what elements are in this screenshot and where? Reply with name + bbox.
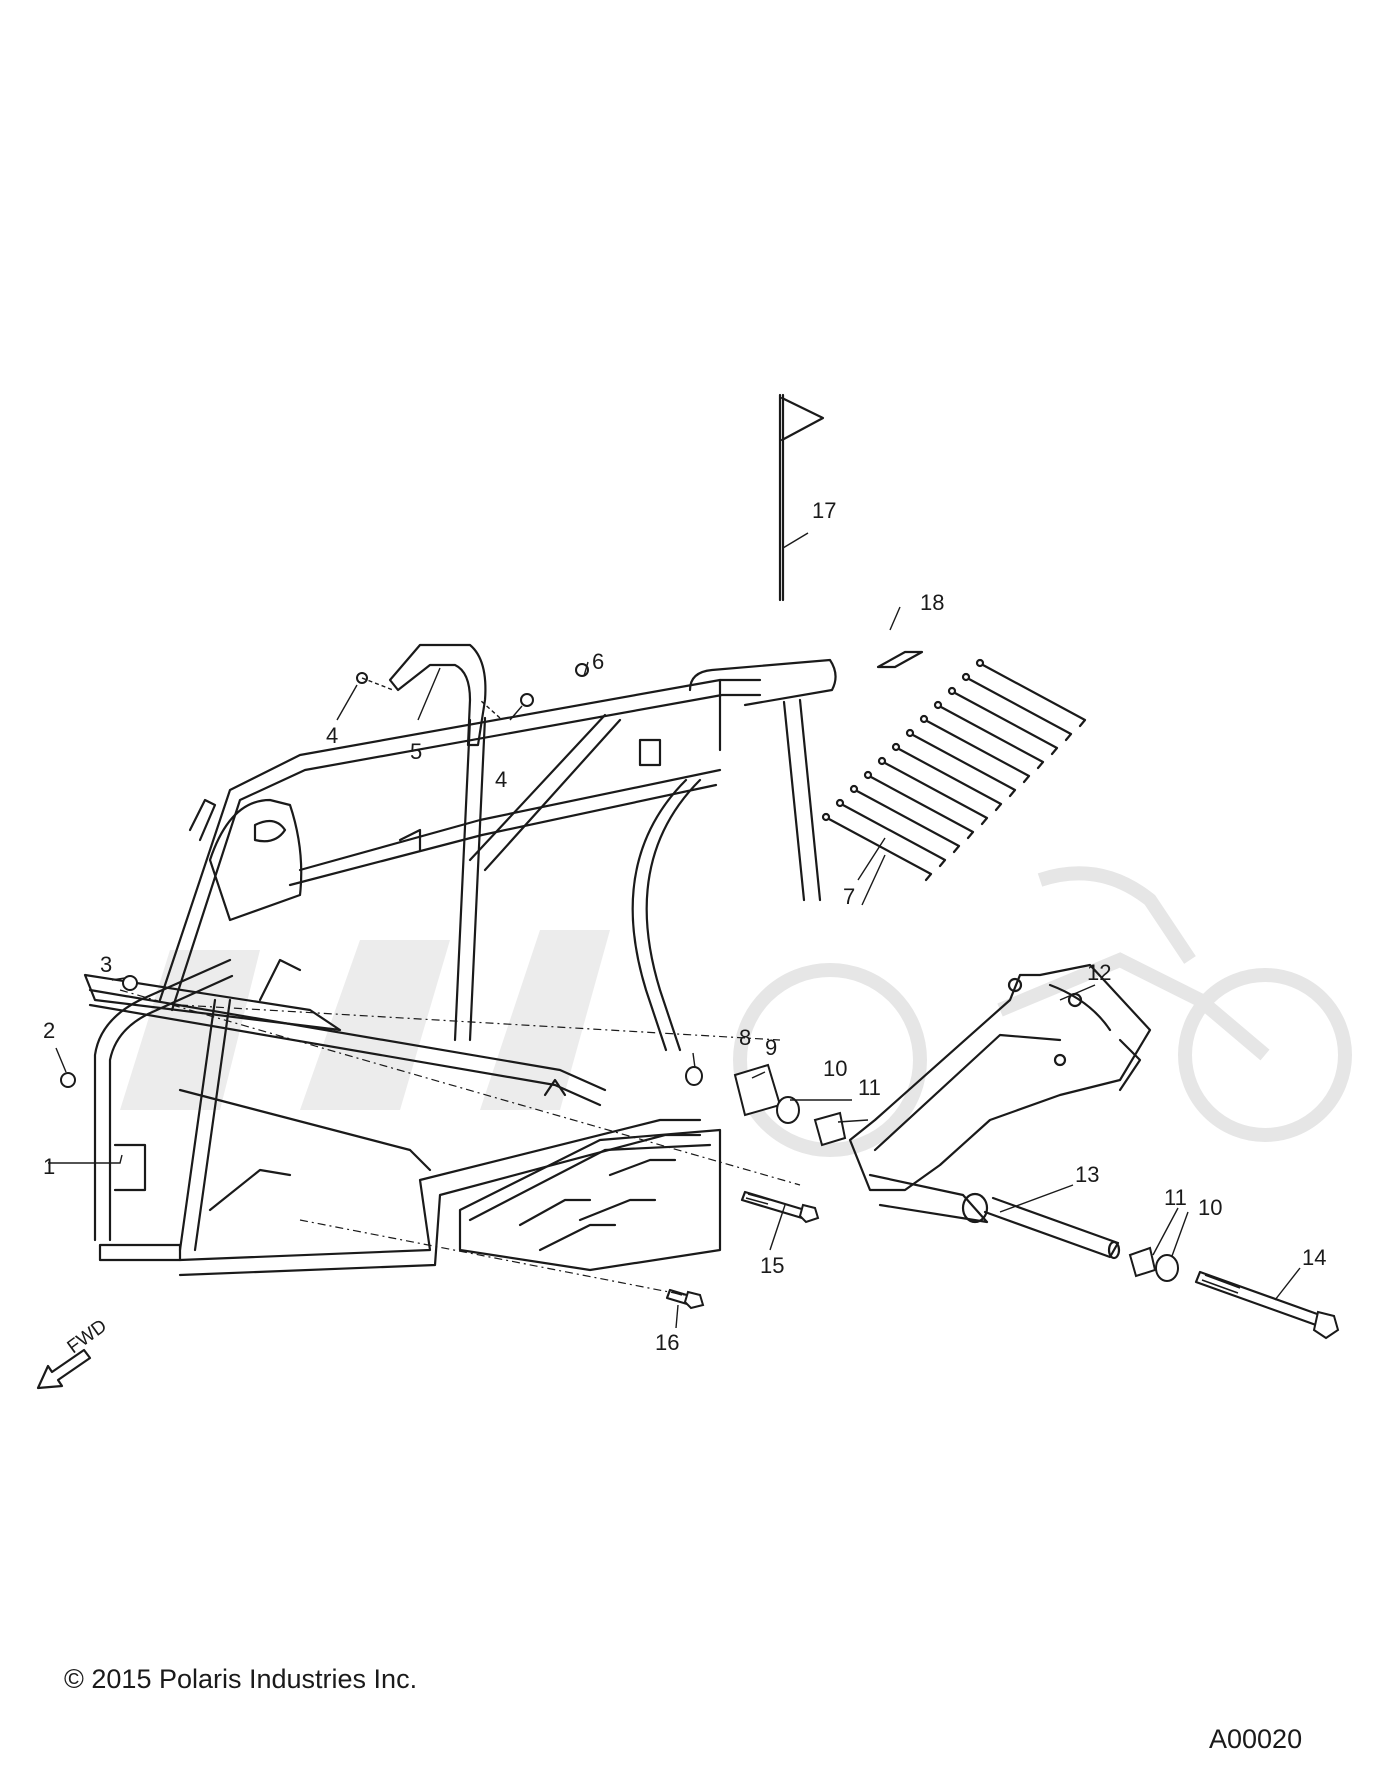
callout-12: 12 bbox=[1087, 960, 1111, 985]
callout-16: 16 bbox=[655, 1330, 679, 1355]
part-13-shaft bbox=[983, 1196, 1121, 1260]
part-12-swing-arm bbox=[848, 963, 1152, 1224]
part-1-frame bbox=[83, 658, 837, 1299]
callout-8: 8 bbox=[739, 1025, 751, 1050]
part-3-nut bbox=[122, 975, 138, 991]
callout-2: 2 bbox=[43, 1018, 55, 1043]
part-18-strip bbox=[876, 650, 924, 669]
copyright-text: © 2015 Polaris Industries Inc. bbox=[64, 1664, 418, 1694]
part-5-bracket bbox=[388, 643, 487, 747]
leader-lines bbox=[48, 532, 1301, 1329]
part-11-spacer-a bbox=[813, 1111, 847, 1147]
bushings-rear bbox=[1128, 1246, 1179, 1282]
callout-13: 13 bbox=[1075, 1162, 1099, 1187]
part-10-washer-a bbox=[776, 1096, 800, 1124]
callout-10a: 10 bbox=[823, 1056, 847, 1081]
callout-3: 3 bbox=[100, 952, 112, 977]
part-11-spacer-b bbox=[1128, 1246, 1157, 1278]
callout-18: 18 bbox=[920, 590, 944, 615]
part-16-bolt bbox=[665, 1288, 705, 1310]
callout-7: 7 bbox=[843, 884, 855, 909]
figure-id: A00020 bbox=[1209, 1724, 1303, 1754]
callout-labels: 1 2 3 4 5 4 6 7 8 9 10 11 12 13 11 10 14… bbox=[43, 498, 1326, 1355]
part-17-flag bbox=[778, 393, 825, 602]
callout-11b: 11 bbox=[1164, 1185, 1187, 1210]
callout-1: 1 bbox=[43, 1154, 55, 1179]
part-2-nut bbox=[60, 1072, 76, 1088]
callout-15: 15 bbox=[760, 1253, 784, 1278]
fwd-arrow: FWD bbox=[36, 1316, 111, 1390]
callout-5: 5 bbox=[410, 739, 422, 764]
part-9-bushing bbox=[733, 1063, 782, 1117]
callout-9: 9 bbox=[765, 1035, 777, 1060]
callout-11a: 11 bbox=[858, 1075, 881, 1100]
part-8-washer bbox=[685, 1066, 703, 1086]
part-7-cable-ties bbox=[821, 658, 1087, 882]
fwd-label: FWD bbox=[64, 1316, 111, 1358]
part-14-long-bolt bbox=[1194, 1270, 1340, 1340]
part-4-screw-b bbox=[520, 693, 534, 707]
bushings-front bbox=[733, 1063, 847, 1147]
callout-14: 14 bbox=[1302, 1245, 1326, 1270]
part-10-washer-b bbox=[1155, 1254, 1179, 1282]
callout-4a: 4 bbox=[326, 723, 338, 748]
callout-4b: 4 bbox=[495, 767, 507, 792]
watermark bbox=[120, 866, 1352, 1157]
callout-10b: 10 bbox=[1198, 1195, 1222, 1220]
callout-6: 6 bbox=[592, 649, 604, 674]
callout-17: 17 bbox=[812, 498, 836, 523]
part-15-bolt bbox=[740, 1190, 820, 1224]
